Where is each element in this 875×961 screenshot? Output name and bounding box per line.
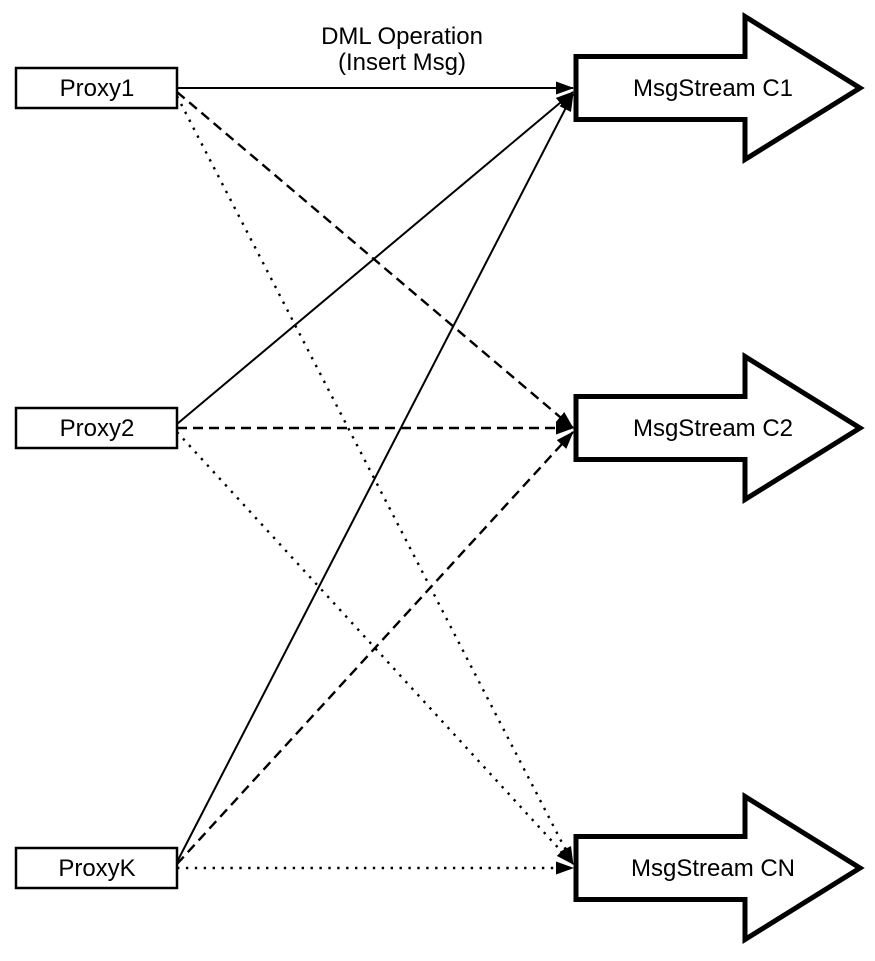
proxyk-box [14,846,179,890]
msgstream-c2-arrow-shape [573,352,865,504]
proxy2-label: Proxy2 [60,415,135,442]
msgstream-node-cn: MsgStream CN [573,792,865,944]
proxy-node-proxy1: Proxy1 [14,66,179,110]
connector-proxy1-to-msgstream-cn [175,95,575,865]
msgstream-node-c1: MsgStream C1 [573,12,865,164]
diagram-title-line2: (Insert Msg) [338,49,466,76]
connector-proxyk-to-msgstream-c1 [176,93,574,863]
proxyk-label: ProxyK [58,855,135,882]
proxy-node-proxyk: ProxyK [14,846,179,890]
connector-proxy2-to-msgstream-c1 [176,91,574,425]
proxy2-box [14,406,179,450]
msgstream-node-c2: MsgStream C2 [573,352,865,504]
msgstream-c1-arrow-shape [573,12,865,164]
diagram-title-line1: DML Operation [321,23,483,50]
proxy-node-proxy2: Proxy2 [14,406,179,450]
msgstream-c1-label: MsgStream C1 [633,75,793,102]
connector-proxyk-to-msgstream-c2 [176,431,574,865]
msgstream-cn-label: MsgStream CN [631,855,795,882]
proxy1-box [14,66,179,110]
proxy1-label: Proxy1 [60,75,135,102]
connector-proxy1-to-msgstream-c2 [176,91,574,429]
msgstream-c2-label: MsgStream C2 [633,415,793,442]
msgstream-cn-arrow-shape [573,792,865,944]
